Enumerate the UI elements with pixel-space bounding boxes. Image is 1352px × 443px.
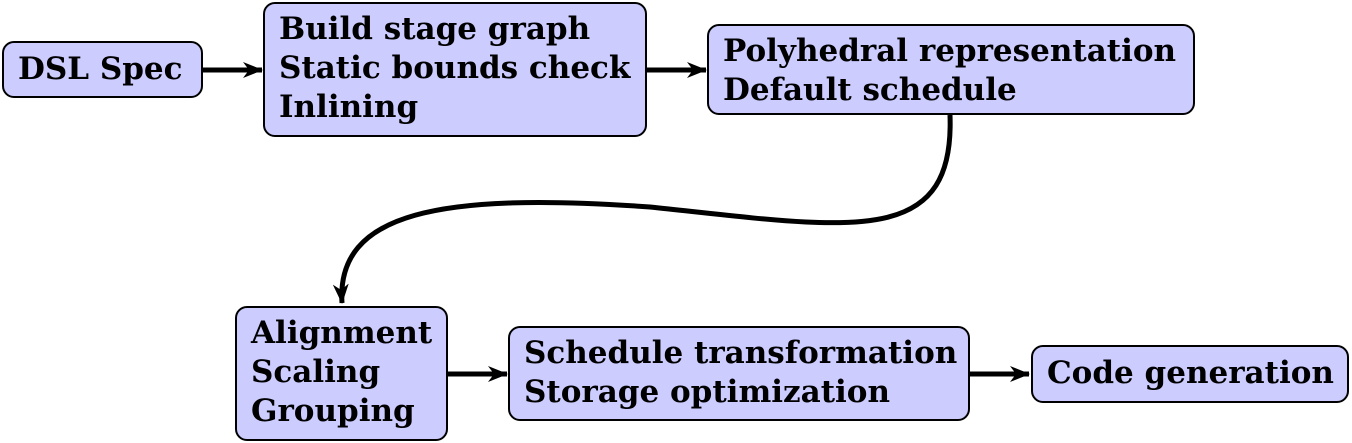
node-polyhedral-representation: Polyhedral representation Default schedu… (707, 24, 1195, 115)
node-label: Scaling (251, 354, 381, 390)
node-label: Schedule transformation (524, 335, 958, 371)
node-label: Build stage graph (279, 11, 591, 47)
node-label: Default schedule (723, 72, 1017, 108)
node-label: Alignment (251, 315, 433, 351)
node-dsl-spec: DSL Spec (2, 41, 203, 98)
node-label: Grouping (251, 393, 415, 429)
node-label: DSL Spec (18, 51, 183, 87)
node-label: Polyhedral representation (723, 33, 1177, 69)
node-label: Code generation (1047, 355, 1334, 391)
node-label: Static bounds check (279, 50, 631, 86)
node-build-stage-graph: Build stage graph Static bounds check In… (263, 2, 647, 137)
node-label: Storage optimization (524, 374, 891, 410)
node-schedule-transformation: Schedule transformation Storage optimiza… (508, 326, 970, 421)
arrow-poly-to-align (332, 114, 953, 304)
node-code-generation: Code generation (1031, 345, 1349, 403)
node-alignment-scaling-grouping: Alignment Scaling Grouping (235, 306, 448, 441)
node-label: Inlining (279, 89, 419, 125)
